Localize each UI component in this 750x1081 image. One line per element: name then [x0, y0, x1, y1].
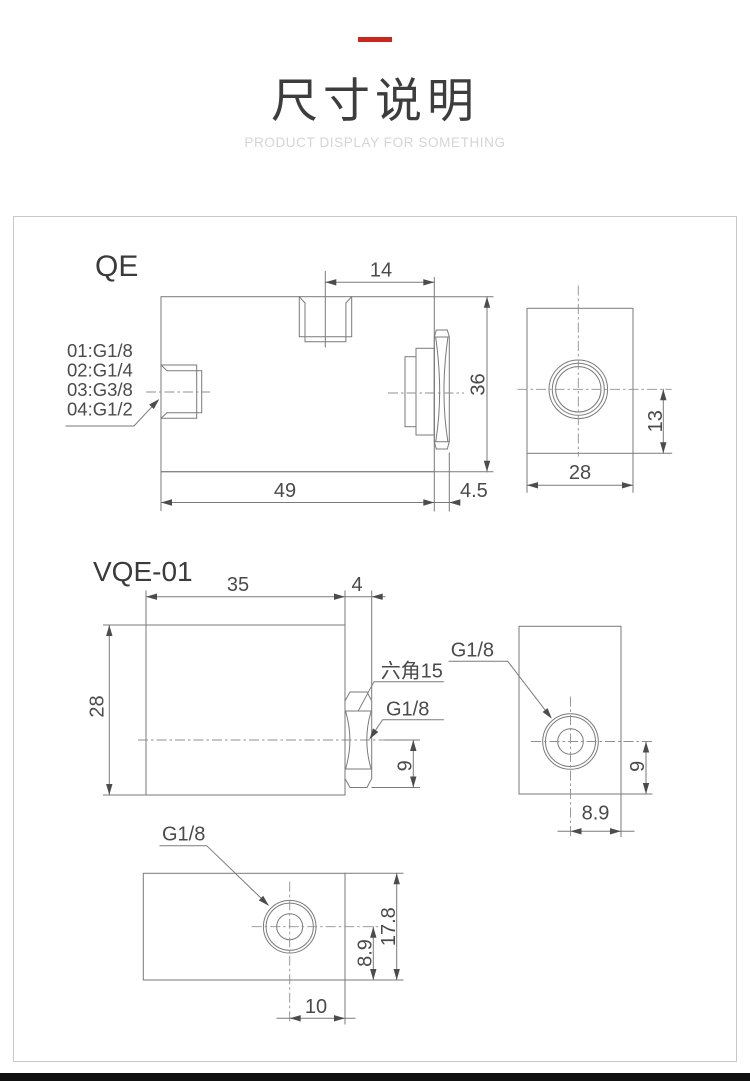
thread-label-bottom: G1/8: [162, 824, 205, 846]
dim-28: 28: [87, 695, 109, 717]
dim-4: 4: [351, 574, 362, 596]
vqe-label: VQE-01: [93, 556, 193, 587]
port-option-2: 02:G1/4: [67, 360, 133, 381]
dim-13: 13: [645, 410, 667, 432]
port-option-3: 03:G3/8: [67, 379, 133, 400]
vqe-front-view: 35 4 28 六角15 G1/8 9: [87, 574, 444, 796]
qe-dim-length: 49 4.5: [160, 480, 488, 506]
port-option-1: 01:G1/8: [67, 340, 133, 361]
dim-36: 36: [468, 373, 490, 395]
footer-bar: [0, 1073, 750, 1081]
qe-label: QE: [95, 250, 138, 283]
vqe-bottom-view: G1/8 17.8 8.9 10: [142, 824, 404, 1025]
qe-drawing: QE 01:: [65, 250, 673, 512]
content-panel: QE 01:: [13, 216, 737, 1062]
qe-dim-top-port: 14: [324, 260, 435, 286]
accent-dash: [358, 37, 392, 42]
thread-label-front: G1/8: [386, 699, 429, 721]
dim-10: 10: [305, 996, 327, 1018]
port-option-4: 04:G1/2: [67, 399, 133, 420]
dim-9-front: 9: [395, 760, 417, 771]
dim-49: 49: [274, 480, 296, 502]
thread-label-side: G1/8: [451, 640, 494, 662]
vqe-drawing: VQE-01 35 4 28 六角15: [87, 556, 653, 1025]
hex-note: 六角15: [381, 660, 443, 683]
page-subtitle: PRODUCT DISPLAY FOR SOMETHING: [244, 135, 506, 150]
dim-35: 35: [227, 574, 249, 596]
dim-14: 14: [370, 260, 392, 282]
dim-17-8: 17.8: [378, 907, 400, 946]
qe-dim-height: 36: [160, 296, 494, 473]
dim-8-9-side: 8.9: [582, 803, 610, 825]
dim-28-side: 28: [569, 462, 591, 484]
dim-8-9-bottom: 8.9: [355, 939, 377, 967]
vqe-side-view: G1/8 9 8.9: [448, 625, 653, 837]
qe-side-view: 13 28: [517, 285, 673, 493]
page-title: 尺寸说明: [271, 74, 479, 127]
dim-4-5: 4.5: [460, 480, 488, 502]
qe-front-view: [146, 271, 464, 512]
dimension-drawing: QE 01:: [65, 250, 673, 1025]
qe-port-thread-options: 01:G1/8 02:G1/4 03:G3/8 04:G1/2: [65, 340, 160, 427]
dim-9-side: 9: [627, 761, 649, 772]
